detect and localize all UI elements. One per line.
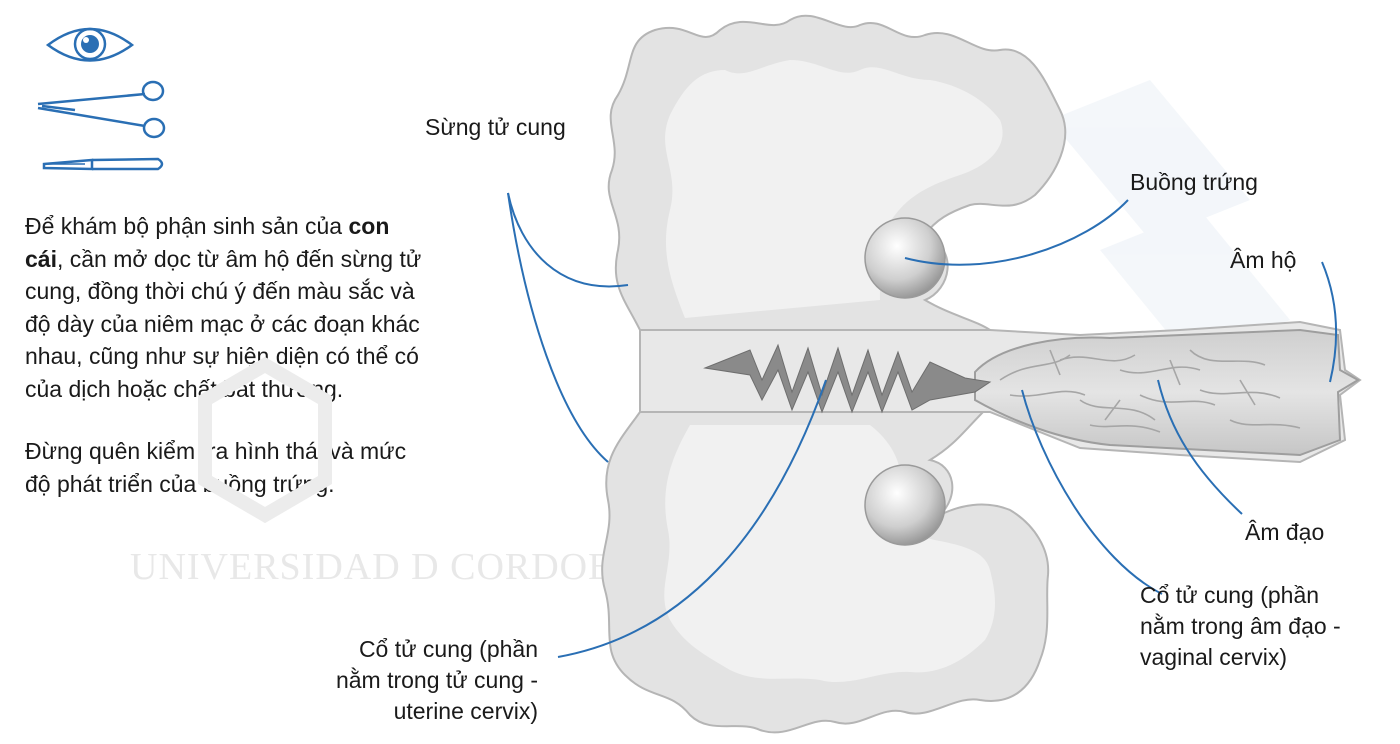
upper-horn-lumen — [665, 60, 1003, 318]
vagina-folds — [999, 349, 1301, 433]
description-paragraph-1: Để khám bộ phận sinh sản của con cái, cầ… — [25, 210, 425, 405]
watermark-logo — [1050, 80, 1290, 360]
label-uterine-horn: Sừng tử cung — [425, 114, 566, 140]
label-vaginal-cervix-line-2: nằm trong âm đạo - — [1140, 613, 1341, 639]
leader-vaginal-cervix — [1021, 389, 1163, 595]
description-paragraph-2: Đừng quên kiểm tra hình thái và mức độ p… — [25, 438, 407, 497]
leader-vagina — [1157, 379, 1243, 515]
tools-icons — [37, 27, 166, 171]
description-p1-prefix: Để khám bộ phận sinh sản của — [25, 213, 349, 239]
watermark-text: UNIVERSIDAD D CORDOBA — [130, 546, 643, 588]
leader-lines — [507, 192, 1338, 658]
leader-uterine-cervix — [557, 379, 827, 658]
label-vaginal-cervix-line-3: vaginal cervix) — [1140, 644, 1287, 670]
eye-icon — [45, 27, 135, 62]
label-uterine-cervix: Cổ tử cung (phần nằm trong tử cung - ute… — [336, 634, 538, 727]
label-vulva: Âm hộ — [1230, 247, 1297, 273]
watermark-shield — [198, 356, 332, 524]
scissors-icon — [37, 80, 166, 139]
leader-vulva — [1321, 261, 1338, 383]
label-uterine-cervix-line-1: Cổ tử cung (phần — [358, 636, 538, 662]
vagina — [974, 328, 1360, 457]
leader-uterine-horn-lower — [507, 192, 609, 463]
label-uterine-cervix-line-2: nằm trong tử cung - — [335, 667, 538, 693]
label-vaginal-cervix-line-1: Cổ tử cung (phần — [1140, 582, 1320, 608]
description-p1-bold: con cái — [25, 213, 390, 272]
scalpel-icon — [42, 157, 164, 171]
lower-horn-lumen — [664, 425, 995, 683]
label-ovary: Buồng trứng — [1130, 169, 1258, 195]
label-vaginal-cervix: Cổ tử cung (phần nằm trong âm đạo - vagi… — [1140, 580, 1341, 673]
lower-ovary — [864, 464, 946, 546]
description-text: Để khám bộ phận sinh sản của con cái, cầ… — [25, 210, 425, 500]
label-vagina: Âm đạo — [1245, 519, 1325, 545]
leader-uterine-horn-upper — [507, 192, 629, 288]
cervical-canal — [703, 343, 992, 414]
label-uterine-cervix-line-3: uterine cervix) — [393, 698, 538, 724]
description-p1-suffix: , cần mở dọc từ âm hộ đến sừng tử cung, … — [25, 245, 422, 402]
leader-ovary — [904, 199, 1129, 266]
